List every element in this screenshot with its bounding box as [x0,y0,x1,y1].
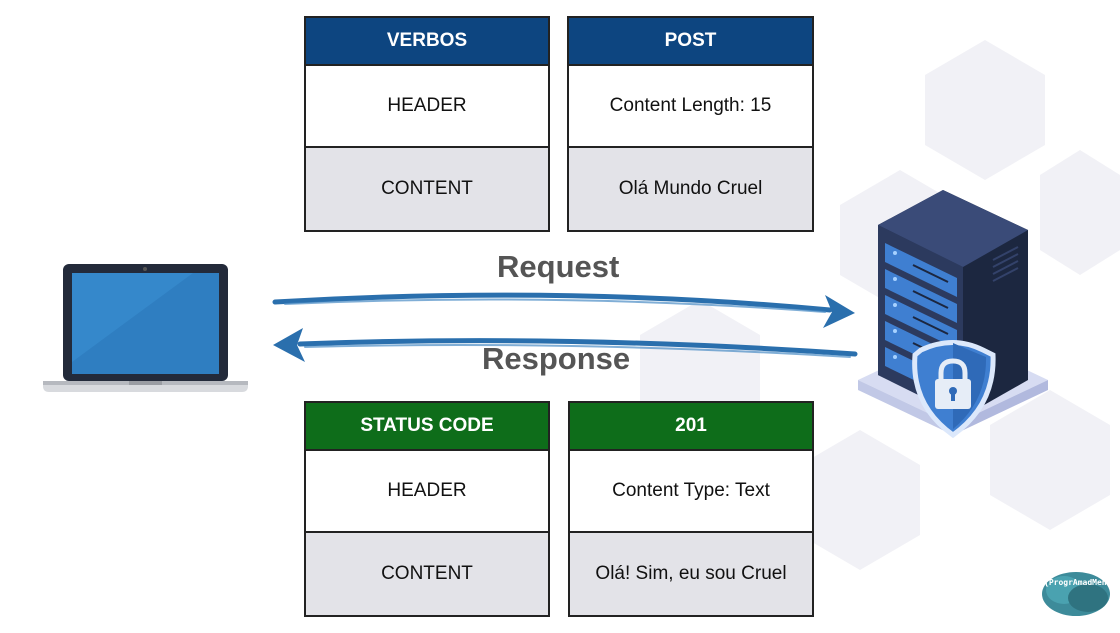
table-header: POST [569,18,812,66]
programadmente-logo [1042,572,1110,616]
logo-text: {ProgrAmadMente} [1044,578,1120,587]
table-header: VERBOS [306,18,548,66]
request-label: Request [497,249,620,284]
table-cell: Olá Mundo Cruel [569,148,812,230]
table-cell: Content Type: Text [570,451,812,533]
laptop-icon [43,264,248,392]
table-cell: Content Length: 15 [569,66,812,148]
table-cell: Olá! Sim, eu sou Cruel [570,533,812,615]
table-header: 201 [570,403,812,451]
response-status-table: STATUS CODE HEADER CONTENT [304,401,550,617]
response-values-table: 201 Content Type: Text Olá! Sim, eu sou … [568,401,814,617]
server-icon [858,190,1048,439]
table-cell: CONTENT [306,533,548,615]
request-arrow [272,292,855,328]
request-values-table: POST Content Length: 15 Olá Mundo Cruel [567,16,814,232]
request-verbs-table: VERBOS HEADER CONTENT [304,16,550,232]
response-label: Response [482,341,631,376]
table-cell: CONTENT [306,148,548,230]
response-arrow [273,328,858,362]
table-cell: HEADER [306,451,548,533]
table-header: STATUS CODE [306,403,548,451]
table-cell: HEADER [306,66,548,148]
